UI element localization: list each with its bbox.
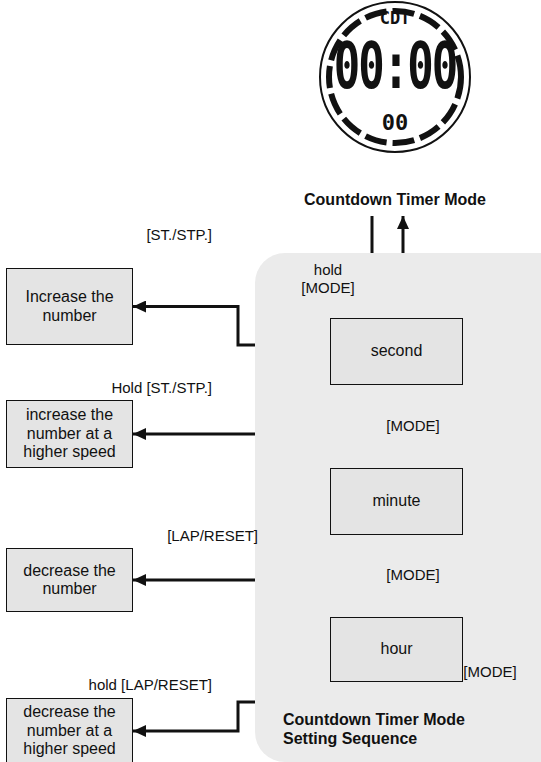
button-action: Hold [ST./STP.] increase the number at a … [0,379,262,468]
edge-label: [MODE] [381,417,445,435]
button-name: [ST./STP.] [146,226,212,243]
watch-display: CDT00:00 00Countdown Timer Mode [255,0,535,216]
flow-arrow [133,307,255,346]
seconds-digits: 00 [255,110,535,135]
button-name: Hold [ST./STP.] [111,379,212,396]
action-box: Increase the number [6,268,133,345]
button-action: [ST./STP.] Increase the number [0,226,262,345]
button-name: [LAP/RESET] [167,527,258,544]
mode-indicator: CDT [255,8,535,28]
edge-label: [MODE] [455,663,525,681]
sequence-panel: Countdown Timer Mode Setting Sequence sec… [255,253,541,762]
mode-caption: Countdown Timer Mode [255,191,535,209]
time-digits: 00:00 [255,29,535,103]
button-action: hold [LAP/RESET] decrease the number at a… [0,676,262,762]
action-box: increase the number at a higher speed [6,400,133,468]
action-box: decrease the number [6,548,133,612]
flow-arrow [133,579,255,582]
action-text: decrease the number [13,562,126,599]
setting-box: second [330,318,463,385]
panel-title: Countdown Timer Mode Setting Sequence [283,710,508,748]
action-text: increase the number at a higher speed [13,406,126,461]
edge-label: [MODE] [381,566,445,584]
setting-box: hour [330,617,463,682]
edge-label: hold [MODE] [290,261,366,297]
action-text: Increase the number [13,288,126,325]
setting-box: minute [330,468,463,535]
setting-name: hour [380,640,412,658]
action-text: decrease the number at a higher speed [13,703,126,758]
setting-name: minute [372,492,420,510]
action-box: decrease the number at a higher speed [6,698,133,762]
flow-arrow [133,702,255,731]
button-name: hold [LAP/RESET] [89,676,212,693]
button-action: [LAP/RESET] decrease the number [0,527,262,612]
setting-name: second [371,342,423,360]
flow-arrow [133,433,255,436]
